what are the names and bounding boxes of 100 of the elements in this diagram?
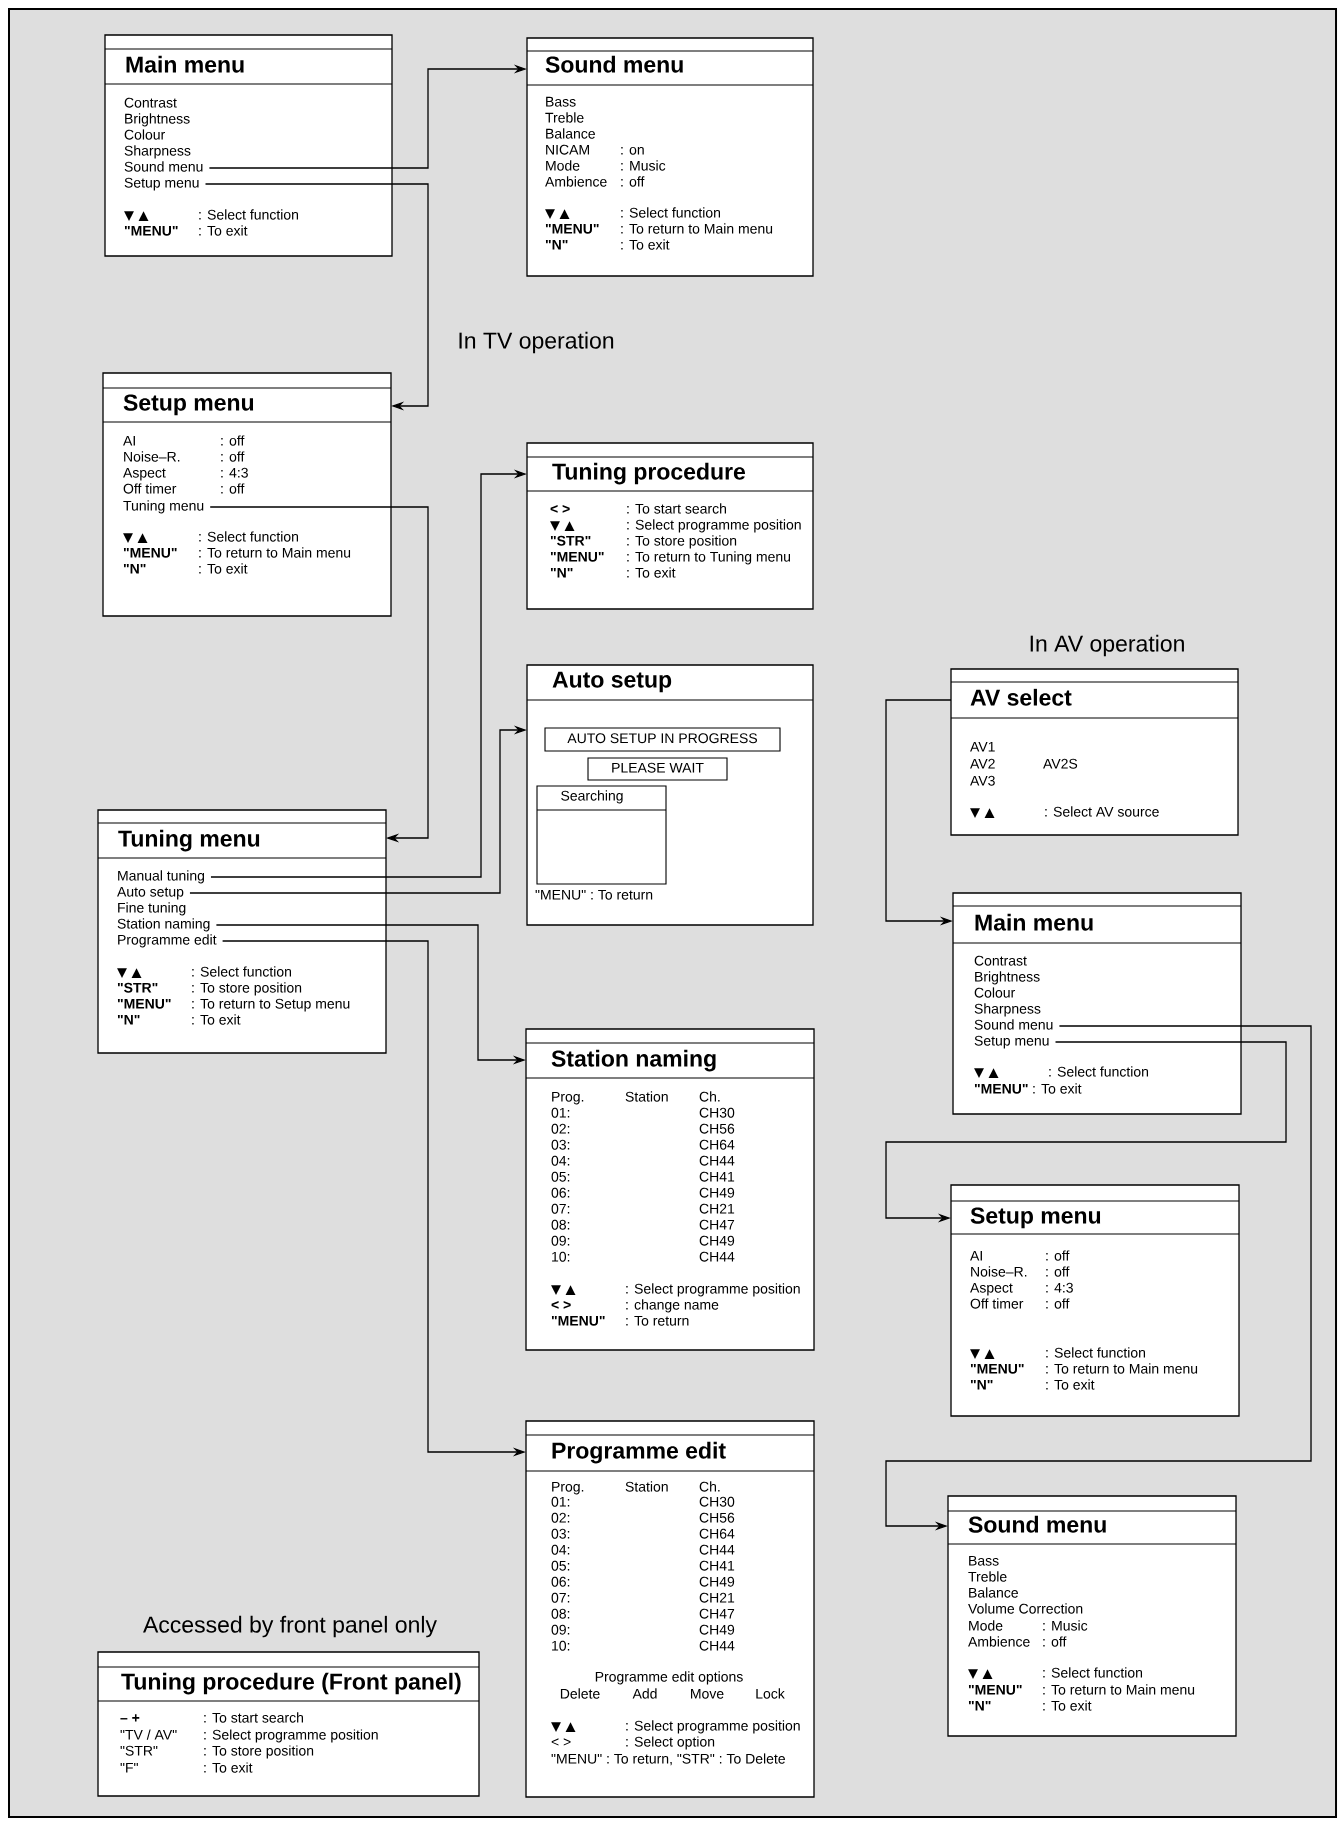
channel-number: CH44 bbox=[699, 1155, 735, 1166]
menu-title: Sound menu bbox=[545, 55, 683, 73]
menu-item: Treble bbox=[545, 112, 584, 123]
key-action: : To exit bbox=[621, 239, 670, 250]
column-header: Ch. bbox=[699, 1481, 720, 1492]
key-label: ▼ ▲ bbox=[117, 968, 142, 979]
menu-title: Main menu bbox=[975, 913, 1093, 931]
menu-title: Station naming bbox=[551, 1049, 716, 1072]
menu-item: Sharpness bbox=[974, 1003, 1041, 1017]
key-label: "STR" bbox=[550, 535, 591, 546]
menu-title: Programme edit bbox=[552, 1441, 726, 1464]
key-label: "MENU" bbox=[970, 1363, 1024, 1374]
key-label: ▼ ▲ bbox=[124, 211, 149, 222]
key-label: "N" bbox=[970, 1379, 993, 1390]
channel-number: CH56 bbox=[699, 1123, 735, 1134]
programme-number: 10: bbox=[552, 1640, 570, 1651]
option-label: Add bbox=[632, 1688, 657, 1699]
menu-item: Sharpness bbox=[124, 145, 191, 159]
key-action: : To exit bbox=[627, 567, 676, 578]
key-label: ▼ ▲ bbox=[545, 209, 570, 220]
key-label: "N" bbox=[123, 563, 146, 574]
menu-item: Off timer bbox=[970, 1298, 1024, 1309]
key-label: ▼ ▲ bbox=[551, 1285, 576, 1296]
column-header: Station bbox=[625, 1481, 668, 1492]
key-action: : To store position bbox=[627, 535, 737, 549]
key-action: : Select function bbox=[1046, 1347, 1145, 1358]
channel-number: CH41 bbox=[699, 1171, 735, 1182]
channel-number: CH49 bbox=[699, 1576, 735, 1587]
menu-item: AI bbox=[123, 435, 135, 446]
key-action: : Select function bbox=[1043, 1667, 1142, 1678]
key-label: ▼ ▲ bbox=[968, 1669, 993, 1680]
key-action: : change name bbox=[626, 1299, 719, 1313]
programme-number: 03: bbox=[551, 1139, 570, 1150]
menu-item: Mode bbox=[546, 160, 580, 171]
setting-value: : on bbox=[621, 146, 644, 155]
key-action: : To return to Main menu bbox=[199, 547, 351, 558]
setting-value: : off bbox=[1046, 1250, 1070, 1261]
menu-item: Mode bbox=[969, 1620, 1003, 1631]
programme-number: 05: bbox=[551, 1171, 570, 1182]
key-action: : Select programme position bbox=[626, 1283, 800, 1297]
menu-item: Station naming bbox=[117, 918, 210, 932]
menu-item: Fine tuning bbox=[118, 902, 186, 916]
setting-value: : off bbox=[1046, 1266, 1070, 1277]
menu-item: Balance bbox=[969, 1587, 1018, 1598]
menu-item: Contrast bbox=[974, 955, 1027, 966]
menu-title: Auto setup bbox=[552, 671, 672, 693]
key-label: ▼ ▲ bbox=[123, 533, 148, 544]
key-action: : Select function bbox=[1049, 1066, 1148, 1077]
key-action: : To return bbox=[626, 1315, 689, 1326]
window-title: Searching bbox=[561, 790, 623, 804]
key-action: : To store position bbox=[192, 982, 302, 996]
setting-value: : 4:3 bbox=[1046, 1282, 1073, 1293]
key-label: ▼ ▲ bbox=[551, 1722, 576, 1733]
menu-item: Balance bbox=[546, 128, 595, 139]
menu-item: Volume Correction bbox=[968, 1603, 1083, 1614]
key-label: "MENU" bbox=[550, 551, 604, 562]
message-box: PLEASE WAIT bbox=[587, 757, 728, 781]
key-label: "MENU" bbox=[124, 225, 178, 236]
key-label: < > bbox=[551, 1738, 571, 1746]
channel-number: CH41 bbox=[699, 1560, 735, 1571]
key-label: "STR" bbox=[117, 982, 158, 993]
key-label: "TV / AV" bbox=[120, 1729, 177, 1740]
help-text: "MENU" : To return bbox=[535, 889, 653, 900]
menu-title: Sound menu bbox=[968, 1515, 1106, 1533]
menu-item: Treble bbox=[968, 1571, 1007, 1582]
key-action: : Select option bbox=[626, 1736, 715, 1750]
programme-number: 04: bbox=[551, 1544, 570, 1555]
section-heading: In TV operation bbox=[459, 331, 614, 354]
key-action: : To exit bbox=[204, 1762, 253, 1773]
setting-value: : off bbox=[621, 176, 645, 187]
message-box: AUTO SETUP IN PROGRESS bbox=[544, 727, 781, 752]
column-header: Ch. bbox=[699, 1091, 720, 1102]
key-action: : To store position bbox=[204, 1745, 314, 1759]
key-action: : To exit bbox=[1043, 1700, 1092, 1711]
key-label: "MENU" bbox=[974, 1083, 1028, 1094]
key-label: – + bbox=[120, 1714, 140, 1722]
setting-value: : 4:3 bbox=[221, 467, 248, 478]
channel-number: CH49 bbox=[699, 1187, 735, 1198]
key-action: : Select programme position bbox=[626, 1720, 800, 1734]
menu-item: Brightness bbox=[125, 113, 190, 127]
menu-item: Noise–R. bbox=[124, 451, 180, 462]
key-action: : Select function bbox=[199, 531, 298, 542]
option-label: Lock bbox=[756, 1688, 785, 1699]
channel-number: CH64 bbox=[699, 1139, 735, 1150]
key-action: : To start search bbox=[204, 1712, 303, 1723]
menu-item: Aspect bbox=[123, 467, 166, 481]
programme-number: 06: bbox=[551, 1576, 570, 1587]
key-label: ▼ ▲ bbox=[970, 1349, 995, 1360]
programme-number: 10: bbox=[552, 1251, 570, 1262]
menu-item: Bass bbox=[969, 1555, 999, 1566]
menu-item: AI bbox=[970, 1250, 982, 1261]
programme-number: 02: bbox=[551, 1123, 570, 1134]
channel-number: CH30 bbox=[699, 1107, 735, 1118]
key-label: "MENU" bbox=[117, 998, 171, 1009]
menu-item: Tuning menu bbox=[123, 500, 204, 514]
programme-number: 05: bbox=[551, 1560, 570, 1571]
programme-number: 07: bbox=[551, 1592, 570, 1603]
key-action: : To exit bbox=[199, 563, 248, 574]
programme-number: 08: bbox=[551, 1608, 570, 1619]
programme-number: 09: bbox=[551, 1624, 570, 1635]
